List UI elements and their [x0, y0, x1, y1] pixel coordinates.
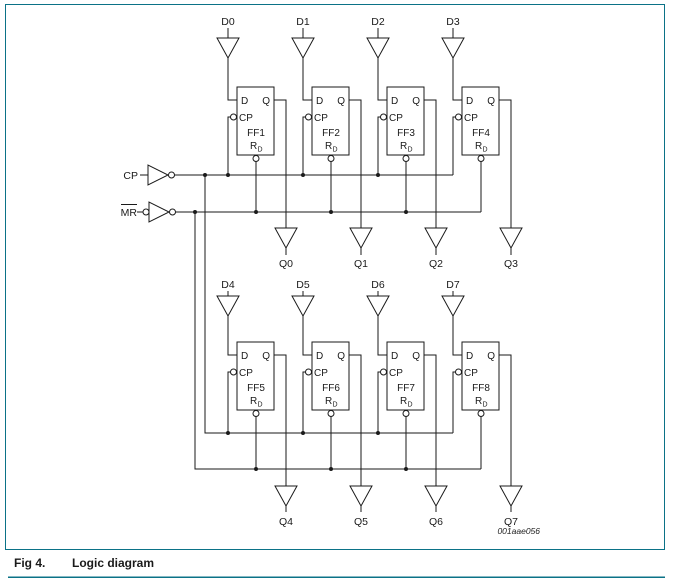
- cp-inverter-icon: [147, 164, 170, 186]
- figure-caption-label: Fig 4.: [14, 556, 45, 570]
- ff-name: FF8: [472, 383, 490, 394]
- ff-name: FF4: [472, 128, 490, 139]
- q-output-label: Q4: [279, 516, 293, 528]
- port-rd-label: R: [400, 396, 407, 407]
- port-q-label: Q: [337, 96, 345, 107]
- ff-name: FF7: [397, 383, 415, 394]
- port-rd-label: R: [400, 141, 407, 152]
- port-d-label: D: [466, 351, 473, 362]
- d-input-label: D1: [296, 16, 310, 28]
- q-output-label: Q6: [429, 516, 443, 528]
- port-rd-label: R: [475, 396, 482, 407]
- port-cp-label: CP: [389, 113, 403, 124]
- port-q-label: Q: [262, 96, 270, 107]
- port-d-label: D: [241, 96, 248, 107]
- d-input-label: D3: [446, 16, 460, 28]
- d-input-label: D6: [371, 279, 385, 291]
- port-d-label: D: [316, 351, 323, 362]
- cp-input-label: CP: [123, 170, 138, 182]
- port-rd-subscript: D: [408, 147, 413, 154]
- d-input-label: D0: [221, 16, 235, 28]
- port-rd-subscript: D: [333, 402, 338, 409]
- port-rd-label: R: [475, 141, 482, 152]
- ff-name: FF3: [397, 128, 415, 139]
- mr-bottom-rail: [194, 212, 481, 470]
- port-cp-label: CP: [239, 368, 253, 379]
- bottom-row-labels: D4 D5 D6 D7 D D D D Q Q Q Q CP CP CP CP …: [221, 279, 518, 528]
- q-output-label: Q1: [354, 258, 368, 270]
- cp-source: CP: [123, 164, 453, 186]
- cp-inverter-bubble-icon: [168, 171, 175, 179]
- junction-dots: [193, 173, 408, 471]
- figure-caption-title: Logic diagram: [72, 556, 154, 570]
- d-input-label: D2: [371, 16, 385, 28]
- port-q-label: Q: [487, 96, 495, 107]
- ff-name: FF5: [247, 383, 265, 394]
- mr-input-bubble-icon: [142, 208, 150, 216]
- ff-name: FF2: [322, 128, 340, 139]
- port-rd-label: R: [325, 396, 332, 407]
- d-input-label: D5: [296, 279, 310, 291]
- mr-input-label: MR: [121, 207, 138, 219]
- ff-name: FF6: [322, 383, 340, 394]
- port-cp-label: CP: [464, 113, 478, 124]
- port-rd-subscript: D: [408, 402, 413, 409]
- mr-output-bubble-icon: [169, 208, 176, 216]
- d-input-label: D7: [446, 279, 460, 291]
- q-output-label: Q5: [354, 516, 368, 528]
- port-rd-label: R: [250, 141, 257, 152]
- port-d-label: D: [391, 96, 398, 107]
- ff-name: FF1: [247, 128, 265, 139]
- port-d-label: D: [391, 351, 398, 362]
- q-output-label: Q2: [429, 258, 443, 270]
- figure-border: [5, 4, 665, 550]
- port-cp-label: CP: [464, 368, 478, 379]
- port-rd-subscript: D: [258, 402, 263, 409]
- port-cp-label: CP: [314, 368, 328, 379]
- port-cp-label: CP: [314, 113, 328, 124]
- port-d-label: D: [241, 351, 248, 362]
- port-rd-label: R: [325, 141, 332, 152]
- port-d-label: D: [466, 96, 473, 107]
- cp-bottom-rail: [204, 175, 453, 434]
- port-rd-subscript: D: [333, 147, 338, 154]
- port-rd-label: R: [250, 396, 257, 407]
- q-output-label: Q7: [504, 516, 518, 528]
- port-q-label: Q: [412, 351, 420, 362]
- mr-buffer-icon: [148, 201, 171, 223]
- port-q-label: Q: [487, 351, 495, 362]
- port-rd-subscript: D: [483, 402, 488, 409]
- port-q-label: Q: [337, 351, 345, 362]
- top-row-labels: D0 D1 D2 D3 D D D D Q Q Q Q CP CP CP CP …: [221, 16, 518, 270]
- port-rd-subscript: D: [258, 147, 263, 154]
- d-input-label: D4: [221, 279, 235, 291]
- mr-source: MR: [121, 201, 481, 223]
- port-q-label: Q: [412, 96, 420, 107]
- port-d-label: D: [316, 96, 323, 107]
- port-rd-subscript: D: [483, 147, 488, 154]
- port-cp-label: CP: [389, 368, 403, 379]
- drawing-code: 001aae056: [497, 526, 540, 536]
- port-cp-label: CP: [239, 113, 253, 124]
- port-q-label: Q: [262, 351, 270, 362]
- q-output-label: Q0: [279, 258, 293, 270]
- q-output-label: Q3: [504, 258, 518, 270]
